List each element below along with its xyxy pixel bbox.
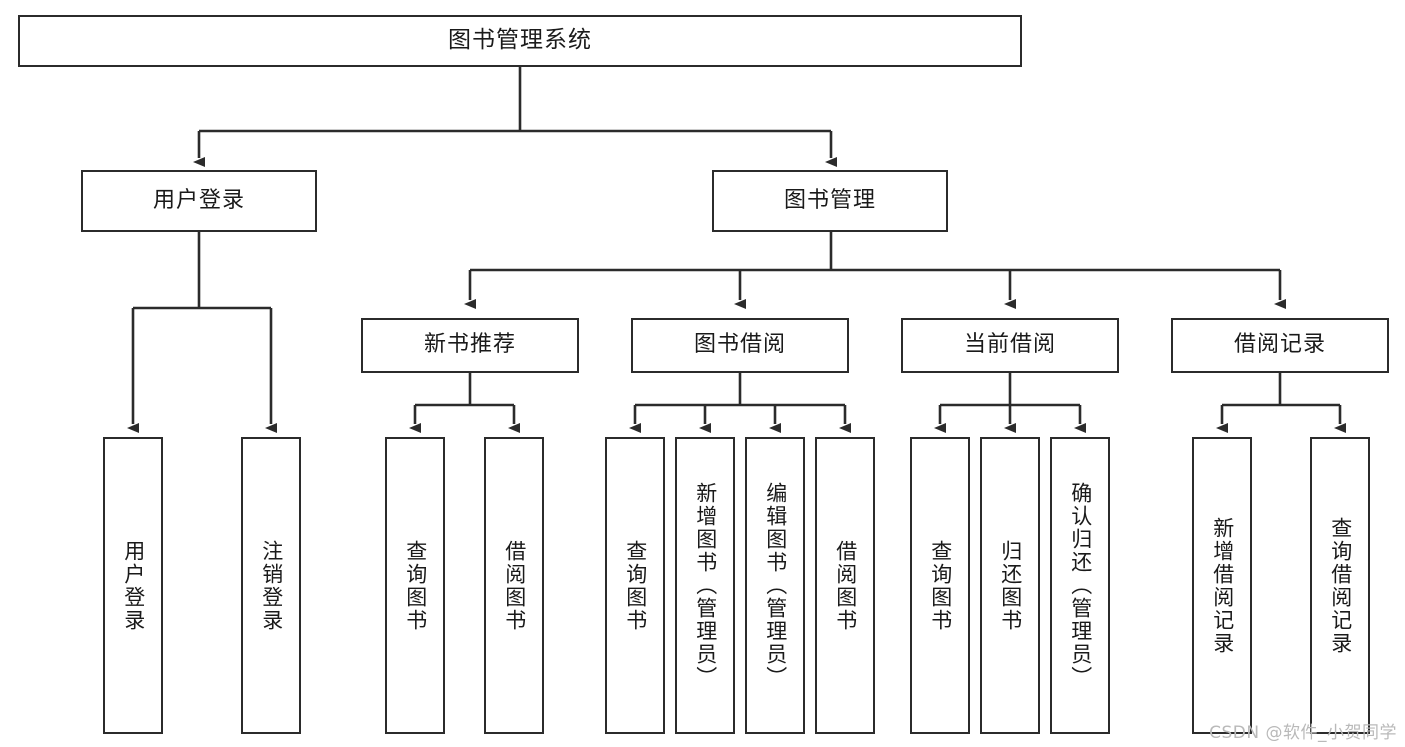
leaf-borrow-query-book-label: 查询图书 — [623, 539, 648, 632]
leaf-current-query-book-label: 查询图书 — [928, 539, 953, 632]
leaf-borrow-query-book[interactable]: 查询图书 — [605, 437, 665, 734]
leaf-recommend-query-book-label: 查询图书 — [403, 539, 428, 632]
node-user-login[interactable]: 用户登录 — [81, 170, 317, 232]
node-book-borrow[interactable]: 图书借阅 — [631, 318, 849, 373]
leaf-recommend-query-book[interactable]: 查询图书 — [385, 437, 445, 734]
node-new-book-recommend-label: 新书推荐 — [423, 332, 516, 358]
leaf-user-login-signin-label: 用户登录 — [121, 539, 146, 632]
node-current-borrow[interactable]: 当前借阅 — [901, 318, 1119, 373]
node-user-login-label: 用户登录 — [152, 187, 245, 213]
node-current-borrow-label: 当前借阅 — [963, 332, 1056, 358]
node-borrow-record[interactable]: 借阅记录 — [1171, 318, 1389, 373]
leaf-current-return-book[interactable]: 归还图书 — [980, 437, 1040, 734]
node-book-management-label: 图书管理 — [783, 187, 876, 213]
leaf-current-confirm-return-admin[interactable]: 确认归还（管理员） — [1050, 437, 1110, 734]
csdn-watermark: CSDN @软件_小贺同学 — [1209, 723, 1397, 743]
leaf-record-query-record[interactable]: 查询借阅记录 — [1310, 437, 1370, 734]
node-new-book-recommend[interactable]: 新书推荐 — [361, 318, 579, 373]
leaf-current-confirm-return-admin-label: 确认归还（管理员） — [1068, 482, 1093, 689]
node-borrow-record-label: 借阅记录 — [1233, 332, 1326, 358]
leaf-borrow-add-book-admin-label: 新增图书（管理员） — [693, 482, 718, 689]
leaf-recommend-borrow-book-label: 借阅图书 — [502, 539, 527, 632]
leaf-user-login-signin[interactable]: 用户登录 — [103, 437, 163, 734]
leaf-current-query-book[interactable]: 查询图书 — [910, 437, 970, 734]
leaf-record-add-record-label: 新增借阅记录 — [1210, 516, 1235, 655]
node-book-management[interactable]: 图书管理 — [712, 170, 948, 232]
leaf-borrow-borrow-book[interactable]: 借阅图书 — [815, 437, 875, 734]
leaf-borrow-borrow-book-label: 借阅图书 — [833, 539, 858, 632]
node-book-borrow-label: 图书借阅 — [693, 332, 786, 358]
leaf-user-login-signout[interactable]: 注销登录 — [241, 437, 301, 734]
node-root-system[interactable]: 图书管理系统 — [18, 15, 1022, 67]
leaf-recommend-borrow-book[interactable]: 借阅图书 — [484, 437, 544, 734]
leaf-borrow-edit-book-admin-label: 编辑图书（管理员） — [763, 482, 788, 689]
leaf-record-query-record-label: 查询借阅记录 — [1328, 516, 1353, 655]
leaf-current-return-book-label: 归还图书 — [998, 539, 1023, 632]
leaf-record-add-record[interactable]: 新增借阅记录 — [1192, 437, 1252, 734]
leaf-user-login-signout-label: 注销登录 — [259, 539, 284, 632]
node-root-system-label: 图书管理系统 — [448, 27, 592, 54]
leaf-borrow-edit-book-admin[interactable]: 编辑图书（管理员） — [745, 437, 805, 734]
leaf-borrow-add-book-admin[interactable]: 新增图书（管理员） — [675, 437, 735, 734]
